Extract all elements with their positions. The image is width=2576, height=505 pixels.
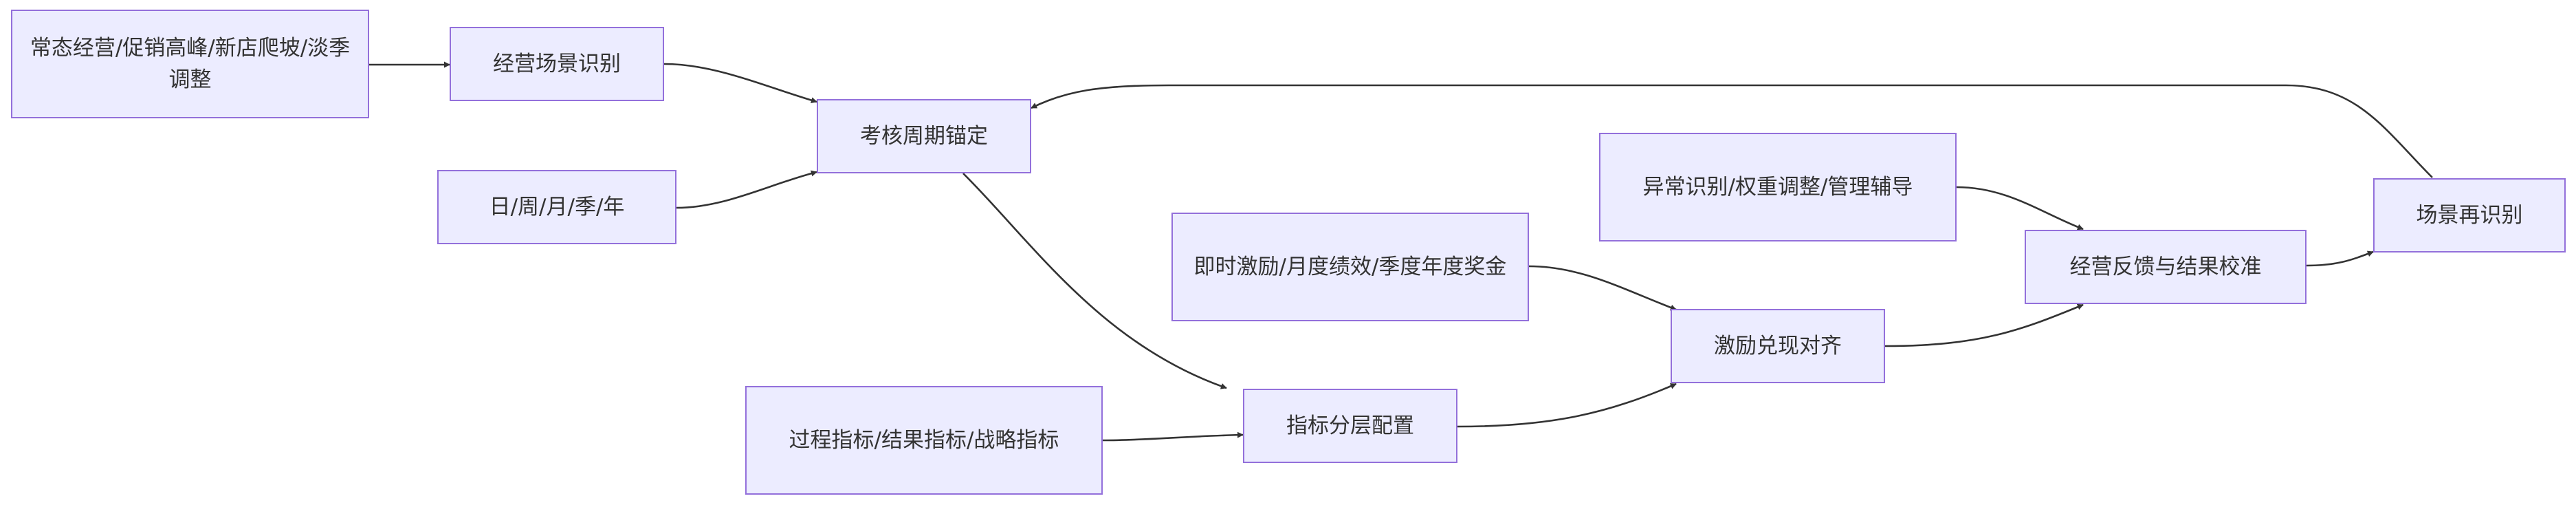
edge-layered-config-to-incentive-align <box>1457 383 1677 428</box>
edge-cycle-anchor-to-layered-config <box>962 173 1227 389</box>
edge-incentive-types-to-incentive-align <box>1528 265 1677 311</box>
node-indicators[interactable]: 过程指标/结果指标/战略指标 <box>745 386 1103 495</box>
edge-rerecog-to-cycle-anchor <box>1031 84 2433 178</box>
node-incentive-types-label: 即时激励/月度绩效/季度年度奖金 <box>1193 255 1507 279</box>
edge-indicators-to-layered-config <box>1102 431 1244 442</box>
node-scene-recognition[interactable]: 经营场景识别 <box>450 27 664 101</box>
node-feedback-label: 经营反馈与结果校准 <box>2069 255 2262 279</box>
node-scenarios[interactable]: 常态经营/促销高峰/新店爬坡/淡季调整 <box>11 10 369 118</box>
edge-incentive-align-to-feedback <box>1884 303 2084 347</box>
node-cycle-anchor[interactable]: 考核周期锚定 <box>817 99 1031 173</box>
edge-periods-to-cycle-anchor <box>676 170 817 209</box>
node-periods[interactable]: 日/周/月/季/年 <box>437 170 676 244</box>
node-layered-config[interactable]: 指标分层配置 <box>1243 389 1457 463</box>
node-periods-label: 日/周/月/季/年 <box>489 195 625 219</box>
node-scene-rerecognition-label: 场景再识别 <box>2416 203 2523 228</box>
edge-anomaly-to-feedback <box>1956 186 2084 230</box>
node-indicators-label: 过程指标/结果指标/战略指标 <box>789 428 1059 453</box>
node-incentive-types[interactable]: 即时激励/月度绩效/季度年度奖金 <box>1171 213 1529 321</box>
node-scene-recognition-label: 经营场景识别 <box>493 52 621 76</box>
node-incentive-align-label: 激励兑现对齐 <box>1714 334 1842 358</box>
node-feedback[interactable]: 经营反馈与结果校准 <box>2025 230 2307 304</box>
node-scenarios-label: 常态经营/促销高峰/新店爬坡/淡季调整 <box>30 36 351 92</box>
edge-scene-recog-to-cycle-anchor <box>663 63 817 104</box>
node-anomaly[interactable]: 异常识别/权重调整/管理辅导 <box>1599 133 1957 241</box>
node-incentive-align[interactable]: 激励兑现对齐 <box>1671 309 1885 383</box>
node-anomaly-label: 异常识别/权重调整/管理辅导 <box>1642 175 1913 200</box>
node-layered-config-label: 指标分层配置 <box>1286 413 1414 438</box>
node-scene-rerecognition[interactable]: 场景再识别 <box>2373 178 2566 252</box>
node-cycle-anchor-label: 考核周期锚定 <box>860 124 988 149</box>
edge-feedback-to-rerecog <box>2306 250 2374 267</box>
